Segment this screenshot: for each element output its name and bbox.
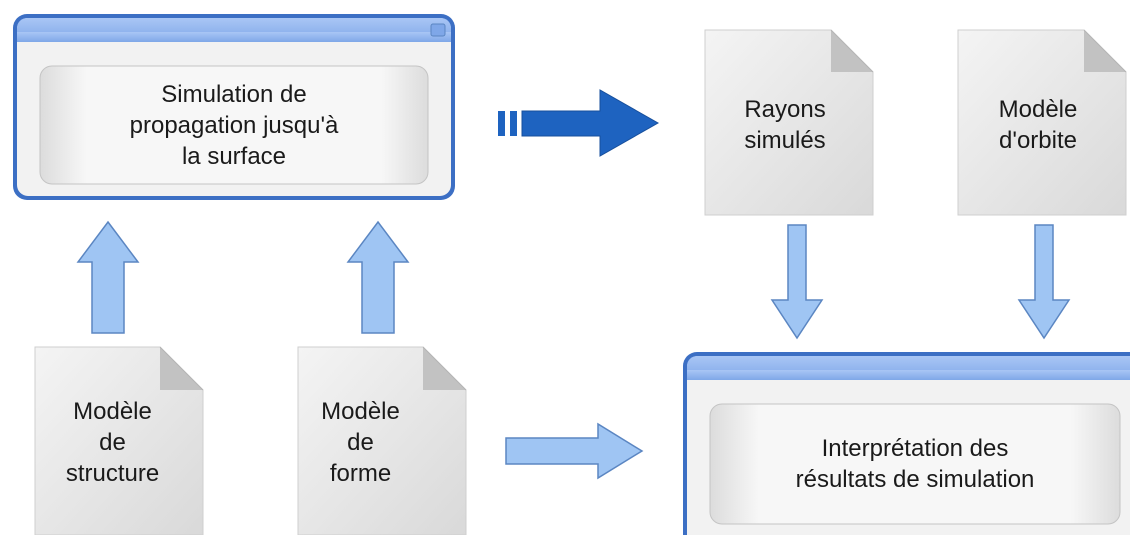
- document-modele-structure: [34, 346, 204, 535]
- structure-label-line-3: structure: [65, 459, 160, 487]
- arrow-forme-to-simulation: [346, 220, 410, 334]
- orbite-label: Modèle d'orbite: [958, 90, 1118, 160]
- document-rayons-simules: [704, 29, 874, 216]
- rayons-label-line-2: simulés: [744, 127, 826, 154]
- arrow-forme-to-interpretation: [505, 422, 644, 480]
- orbite-label-line-1: Modèle: [998, 96, 1078, 123]
- arrow-structure-to-simulation: [76, 220, 140, 334]
- interpretation-process-box: [683, 352, 1130, 535]
- interpretation-label-line-2: résultats de simulation: [795, 466, 1035, 493]
- forme-label-line-2: de: [347, 428, 374, 456]
- arrow-rayons-to-interpretation: [770, 224, 824, 340]
- forme-label-line-3: forme: [329, 459, 392, 487]
- structure-label-line-2: de: [99, 428, 126, 456]
- document-modele-orbite: [957, 29, 1127, 216]
- rayons-label: Rayons simulés: [705, 90, 865, 160]
- interpretation-label-line-1: Interprétation des: [821, 435, 1009, 462]
- simulation-label-line-3: la surface: [181, 142, 287, 170]
- arrow-simulation-to-outputs: [498, 89, 660, 157]
- interpretation-label: Interprétation des résultats de simulati…: [710, 404, 1120, 524]
- structure-label-line-1: Modèle: [73, 397, 152, 425]
- forme-label-line-1: Modèle: [321, 397, 400, 425]
- window-control-icon: [430, 23, 446, 37]
- forme-label: Modèle de forme: [298, 392, 423, 492]
- simulation-label-line-1: Simulation de: [161, 80, 307, 108]
- arrow-orbite-to-interpretation: [1017, 224, 1071, 340]
- simulation-label-line-2: propagation jusqu'à: [129, 111, 339, 139]
- orbite-label-line-2: d'orbite: [999, 127, 1077, 154]
- structure-label: Modèle de structure: [35, 392, 190, 492]
- document-modele-forme: [297, 346, 467, 535]
- rayons-label-line-1: Rayons: [744, 96, 826, 123]
- simulation-label: Simulation de propagation jusqu'à la sur…: [40, 66, 428, 184]
- simulation-process-box: [13, 14, 455, 200]
